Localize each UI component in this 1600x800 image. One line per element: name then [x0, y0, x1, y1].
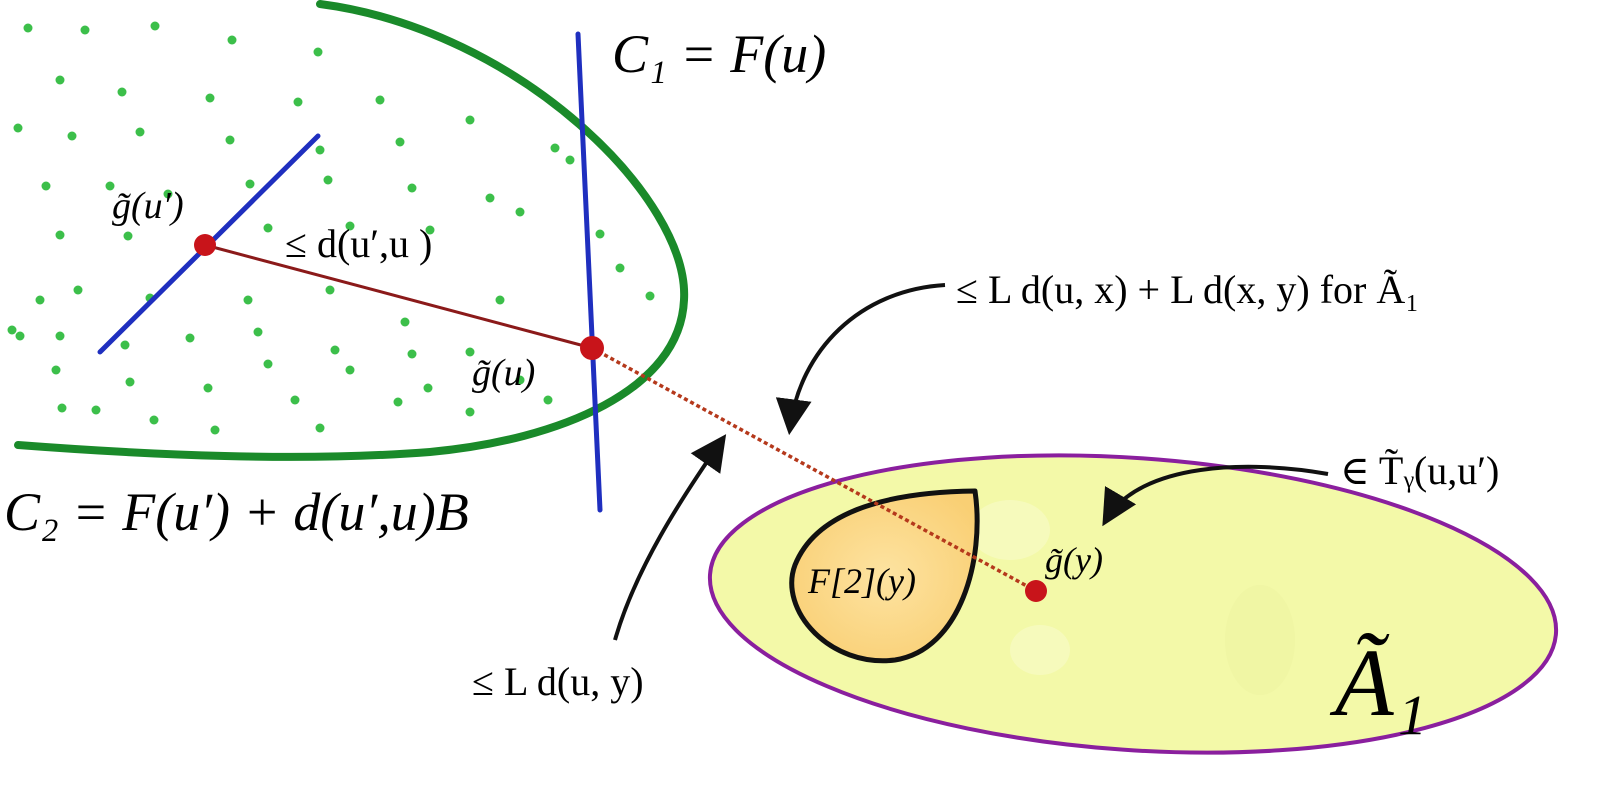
c2-dot — [67, 131, 77, 141]
c2-dot — [293, 97, 303, 107]
c2-dot — [150, 21, 160, 31]
c2-dot — [41, 181, 51, 191]
c2-dot — [515, 375, 525, 385]
c2-dot — [515, 207, 525, 217]
label-g-y: g̃(y) — [1045, 540, 1103, 580]
c2-dot — [23, 23, 33, 33]
c2-dot — [595, 229, 605, 239]
c2-dot — [543, 395, 553, 405]
label-dist-u-prime-u: ≤ d(u′,u ) — [285, 221, 432, 266]
c2-dot — [105, 181, 115, 191]
c2-dot — [615, 263, 625, 273]
c2-dot — [80, 25, 90, 35]
c2-dot — [15, 331, 25, 341]
point-g-y — [1025, 580, 1047, 602]
c2-dot — [57, 403, 67, 413]
label-f2-y: F[2](y) — [807, 561, 916, 601]
segment-g-u-to-g-y-dotted — [591, 346, 1037, 593]
c2-dot — [345, 365, 355, 375]
arrow-bound-l-u-y — [613, 434, 727, 641]
c2-dot — [51, 365, 61, 375]
c2-dot — [227, 35, 237, 45]
c2-dot — [225, 135, 235, 145]
c2-dot — [495, 295, 505, 305]
c2-dot — [565, 155, 575, 165]
c2-dot — [117, 87, 127, 97]
c2-dot — [645, 291, 655, 301]
c2-dot — [123, 231, 133, 241]
c2-dot — [345, 221, 355, 231]
label-bound-l-u-x-y: ≤ L d(u, x) + L d(x, y) for Ã₁ — [956, 267, 1419, 312]
c2-dot — [91, 405, 101, 415]
label-a1-tilde: Ã₁ — [1329, 629, 1427, 736]
c2-dot — [465, 347, 475, 357]
c2-dot — [330, 345, 340, 355]
label-c1: C₁ = F(u) — [612, 24, 826, 84]
c2-dot — [35, 295, 45, 305]
c2-dot — [263, 223, 273, 233]
c2-dot — [55, 75, 65, 85]
c2-dot — [263, 359, 273, 369]
label-in-t-tilde: ∈ T̃ᵧ(u,u′) — [1340, 448, 1499, 493]
c2-dot — [313, 47, 323, 57]
arrow-bound-l-u-x-y — [775, 283, 946, 436]
c2-dot — [323, 175, 333, 185]
point-g-u — [580, 336, 604, 360]
label-bound-l-u-y: ≤ L d(u, y) — [472, 659, 644, 704]
c2-dot — [290, 395, 300, 405]
c2-dot — [55, 230, 65, 240]
c2-dot — [205, 93, 215, 103]
c2-dot — [203, 383, 213, 393]
ellipse-texture — [970, 500, 1295, 695]
c2-dot — [395, 137, 405, 147]
c2-dot — [120, 340, 130, 350]
c2-dot — [485, 193, 495, 203]
c2-dot — [243, 295, 253, 305]
c2-dot — [210, 425, 220, 435]
label-g-u-prime: g̃(u′) — [112, 185, 184, 227]
c2-dot — [315, 423, 325, 433]
c2-dot — [325, 285, 335, 295]
c2-dot — [375, 95, 385, 105]
segment-g-u-prime-to-g-u — [204, 243, 593, 350]
c2-dot — [13, 123, 23, 133]
c2-dot — [407, 349, 417, 359]
c2-dot — [423, 383, 433, 393]
c2-dot — [245, 179, 255, 189]
c2-dot — [315, 145, 325, 155]
arrow-in-t-tilde — [1102, 464, 1329, 527]
c2-dot — [425, 225, 435, 235]
c2-dot — [149, 415, 159, 425]
c2-dot — [393, 397, 403, 407]
set-c2-dots — [7, 21, 655, 435]
point-g-u-prime — [194, 234, 216, 256]
c2-dot — [7, 325, 17, 335]
c2-dot — [465, 115, 475, 125]
c2-dot — [550, 143, 560, 153]
line-c1 — [575, 31, 603, 513]
c2-dot — [55, 331, 65, 341]
c2-dot — [73, 285, 83, 295]
c2-dot — [163, 189, 173, 199]
label-g-u: g̃(u) — [472, 352, 535, 394]
c2-dot — [253, 327, 263, 337]
c2-dot — [407, 183, 417, 193]
c2-dot — [400, 317, 410, 327]
set-c2-boundary — [14, 0, 689, 461]
c2-dot — [465, 407, 475, 417]
c2-dot — [135, 127, 145, 137]
label-c2: C₂ = F(u′) + d(u′,u)B — [4, 482, 469, 542]
c2-dot — [125, 377, 135, 387]
c2-dot — [185, 333, 195, 343]
